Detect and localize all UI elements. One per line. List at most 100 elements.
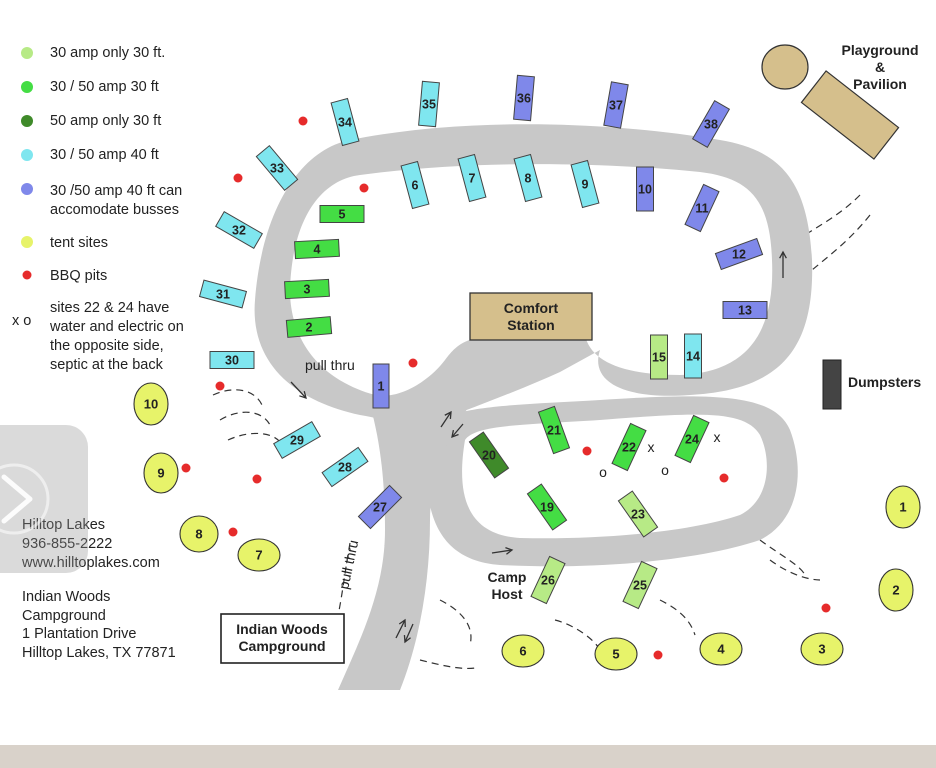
tent-site-label: 4 [717, 642, 725, 657]
rv-site-22[interactable]: 22 [611, 422, 647, 472]
tent-site-9[interactable]: 9 [143, 452, 179, 494]
rv-site-19[interactable]: 19 [526, 483, 568, 531]
bbq-pit-7 [252, 474, 262, 484]
rv-site-29[interactable]: 29 [273, 420, 321, 460]
rv-site-32[interactable]: 32 [215, 210, 263, 250]
rv-site-7[interactable]: 7 [457, 153, 487, 203]
trail-3 [334, 542, 351, 631]
tent-site-5[interactable]: 5 [594, 637, 638, 671]
rv-site-26[interactable]: 26 [530, 555, 566, 605]
rv-site-11[interactable]: 11 [684, 183, 720, 233]
rv-site-4[interactable]: 4 [294, 238, 340, 260]
bbq-pits [181, 116, 831, 660]
tent-site-7[interactable]: 7 [237, 538, 281, 572]
trail-12 [659, 599, 696, 636]
roads [254, 124, 813, 690]
bbq-pit-6 [181, 463, 191, 473]
rv-site-label: 20 [482, 449, 496, 463]
rv-site-35[interactable]: 35 [418, 80, 440, 128]
rv-site-28[interactable]: 28 [321, 446, 369, 488]
rv-site-pad [650, 334, 668, 380]
bbq-pit-8 [228, 527, 238, 537]
tent-site-6[interactable]: 6 [501, 634, 545, 668]
tent-site-label: 6 [519, 644, 526, 659]
rv-site-pad [255, 144, 299, 192]
rv-site-33[interactable]: 33 [255, 144, 299, 192]
rv-site-pad [622, 560, 658, 610]
rv-site-pad [603, 81, 629, 129]
legend-label: 30 amp only 30 ft. [50, 45, 165, 61]
rv-site-pad [198, 279, 248, 309]
comfort-station[interactable]: Comfort Station [469, 292, 593, 341]
playground-label-1: Playground [841, 42, 918, 58]
rv-site-10[interactable]: 10 [636, 166, 654, 212]
tent-site-2[interactable]: 2 [878, 568, 914, 612]
tent-site-shape [800, 632, 844, 666]
rv-site-label: 27 [373, 501, 387, 515]
contact-website[interactable]: www.hilltoplakes.com [21, 555, 160, 571]
trail-10 [419, 659, 476, 670]
rv-site-label: 22 [622, 441, 636, 455]
rv-site-label: 11 [695, 202, 708, 216]
tent-site-10[interactable]: 10 [133, 382, 169, 426]
rv-site-6[interactable]: 6 [400, 160, 430, 210]
rv-site-31[interactable]: 31 [198, 279, 248, 309]
rv-site-pad [714, 237, 764, 271]
rv-site-pad [284, 278, 330, 300]
rv-site-3[interactable]: 3 [284, 278, 330, 300]
tent-site-4[interactable]: 4 [699, 632, 743, 666]
rv-site-label: 10 [638, 183, 652, 197]
legend-label: tent sites [50, 235, 108, 251]
rv-site-37[interactable]: 37 [603, 81, 629, 129]
rv-site-label: 3 [304, 283, 311, 297]
tent-site-label: 5 [612, 647, 619, 662]
rv-site-pad [530, 555, 566, 605]
rv-site-23[interactable]: 23 [617, 490, 659, 538]
rv-site-label: 34 [338, 116, 352, 130]
next-image-button[interactable] [0, 425, 88, 573]
rv-site-30[interactable]: 30 [209, 351, 255, 369]
bbq-pit-4 [408, 358, 418, 368]
contact-info: Hilltop Lakes 936-855-2222 www.hilltopla… [21, 517, 160, 571]
rv-site-2[interactable]: 2 [285, 316, 333, 338]
rv-site-label: 19 [540, 501, 554, 515]
rv-site-pad [513, 74, 535, 122]
tent-site-8[interactable]: 8 [179, 515, 219, 553]
rv-site-pad [321, 446, 369, 488]
tent-site-3[interactable]: 3 [800, 632, 844, 666]
rv-site-25[interactable]: 25 [622, 560, 658, 610]
legend-label: 50 amp only 30 ft [50, 113, 161, 129]
rv-site-label: 30 [225, 354, 239, 368]
rv-site-12[interactable]: 12 [714, 237, 764, 271]
playground-pavilion[interactable]: Playground & Pavilion [761, 42, 919, 160]
rv-site-27[interactable]: 27 [357, 484, 403, 530]
rv-site-label: 33 [270, 162, 284, 176]
rv-site-13[interactable]: 13 [722, 301, 768, 319]
legend-label: 30 /50 amp 40 ft can [50, 183, 182, 199]
rv-site-38[interactable]: 38 [691, 100, 731, 148]
rv-site-5[interactable]: 5 [319, 205, 365, 223]
rv-site-1[interactable]: 1 [372, 363, 390, 409]
rv-site-21[interactable]: 21 [537, 405, 571, 455]
rv-site-8[interactable]: 8 [513, 153, 543, 203]
tent-site-1[interactable]: 1 [885, 485, 921, 529]
rv-site-15[interactable]: 15 [650, 334, 668, 380]
rv-site-36[interactable]: 36 [513, 74, 535, 122]
rv-site-34[interactable]: 34 [330, 97, 360, 147]
dumpsters[interactable]: Dumpsters [822, 359, 921, 410]
rv-site-pad [209, 351, 255, 369]
rv-site-label: 12 [732, 248, 746, 262]
rv-site-24[interactable]: 24 [674, 414, 710, 464]
rv-site-pad [285, 316, 333, 338]
rv-site-label: 8 [525, 172, 532, 186]
rv-site-14[interactable]: 14 [684, 333, 702, 379]
bbq-pit-11 [821, 603, 831, 613]
camp-host-label: Camp Host [488, 569, 527, 602]
rv-site-9[interactable]: 9 [570, 159, 600, 209]
rv-site-20[interactable]: 20 [468, 431, 510, 479]
lower-loop-road [426, 396, 798, 567]
trail-2 [227, 432, 281, 443]
